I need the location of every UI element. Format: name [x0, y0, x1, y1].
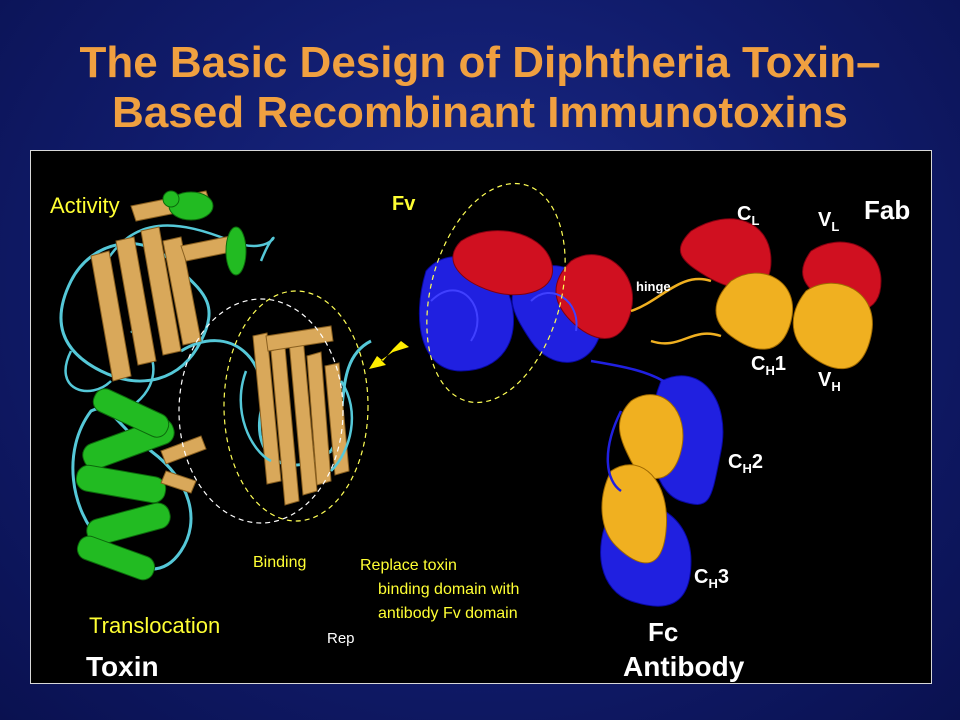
white-dashed-outline [178, 298, 344, 524]
molecule-illustration [59, 182, 882, 607]
note-line-2: binding domain with [378, 581, 520, 598]
ch3-subscript: H [708, 576, 718, 591]
antibody-structure [419, 182, 882, 607]
ch2-label: CH2 [728, 451, 763, 476]
ch2-letter: C [728, 451, 743, 473]
figure-panel: Activity Binding Translocation Rep Toxin… [30, 150, 932, 684]
ch3-letter: C [694, 566, 709, 588]
ch2-subscript: H [742, 461, 752, 476]
toxin-label: Toxin [86, 651, 159, 682]
ch2-number: 2 [751, 451, 763, 473]
cl-letter: C [737, 203, 752, 225]
fv-label: Fv [392, 193, 416, 215]
ch1-subscript: H [765, 363, 775, 378]
note-line-3: antibody Fv domain [378, 605, 518, 622]
fc-label: Fc [648, 617, 679, 647]
vh-subscript: H [831, 379, 841, 394]
vh-label: VH [818, 369, 841, 394]
ch1-label: CH1 [751, 353, 786, 378]
cl-subscript: L [751, 213, 760, 228]
title-line-2: Based Recombinant Immunotoxins [112, 88, 848, 137]
slide-title: The Basic Design of Diphtheria Toxin– Ba… [0, 38, 960, 138]
ch3-number: 3 [717, 566, 729, 588]
antibody-label: Antibody [623, 651, 745, 682]
binding-domain-outline [223, 290, 369, 522]
replace-arrow [369, 341, 409, 369]
translocation-label: Translocation [89, 613, 221, 638]
ch1-number: 1 [774, 353, 786, 375]
toxin-structure [59, 190, 372, 581]
replace-note: Replace toxin binding domain with antibo… [360, 554, 519, 626]
vl-label: VL [818, 209, 839, 234]
binding-label: Binding [253, 554, 307, 571]
ch3-label: CH3 [694, 566, 729, 591]
ch1-letter: C [751, 353, 766, 375]
vl-letter: V [818, 209, 832, 231]
hinge-label: hinge [636, 279, 671, 294]
note-line-1: Replace toxin [360, 557, 457, 574]
title-line-1: The Basic Design of Diphtheria Toxin– [79, 38, 881, 87]
cl-label: CL [737, 203, 759, 228]
fv-outline [426, 182, 566, 404]
vl-subscript: L [831, 219, 840, 234]
rep-label: Rep [327, 630, 355, 647]
fab-label: Fab [864, 195, 911, 225]
activity-label: Activity [50, 193, 120, 218]
vh-letter: V [818, 369, 832, 391]
